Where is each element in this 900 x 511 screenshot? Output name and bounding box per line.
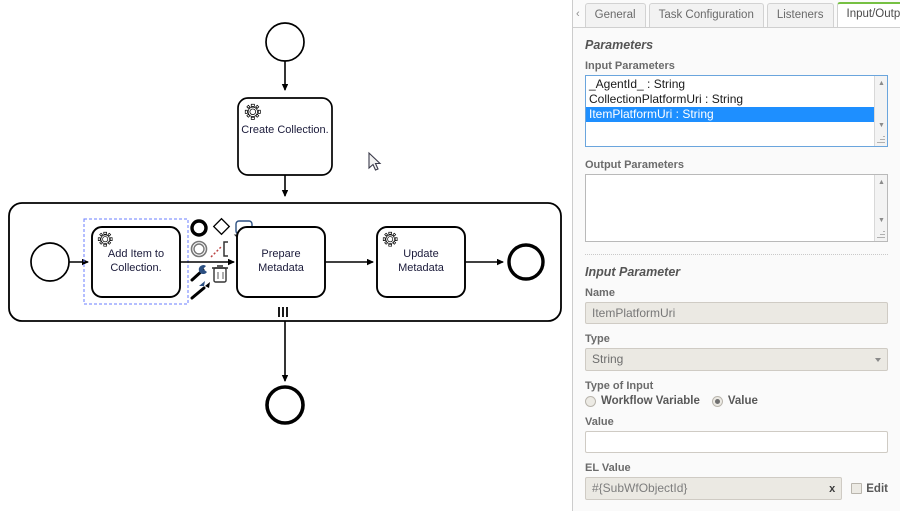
scroll-down-arrow-icon[interactable]: ▼ — [878, 122, 885, 129]
parallel-multi-instance-marker — [278, 307, 288, 317]
radio-label: Workflow Variable — [601, 395, 700, 407]
tab-task-configuration[interactable]: Task Configuration — [648, 3, 764, 27]
input-parameters-label: Input Parameters — [585, 60, 675, 72]
delete-trash-icon[interactable] — [212, 265, 228, 283]
tab-scroll-left-icon[interactable]: ‹ — [576, 8, 580, 20]
scroll-up-arrow-icon[interactable]: ▲ — [878, 80, 885, 87]
list-item[interactable]: _AgentId_ : String — [589, 77, 686, 91]
append-gateway-icon[interactable] — [212, 217, 231, 236]
type-of-input-radio-group: Workflow Variable Value — [585, 395, 888, 407]
start-event[interactable] — [265, 22, 305, 62]
service-task-gear-icon — [244, 103, 261, 120]
name-input[interactable] — [585, 302, 888, 324]
service-task-gear-icon — [382, 231, 398, 247]
el-value-field[interactable]: #{SubWfObjectId} x — [585, 477, 843, 500]
task-label-line1: Update — [403, 248, 438, 260]
input-list-scrollbar[interactable]: ▲ ▼ — [874, 76, 887, 146]
task-label-line2: Metadata — [258, 262, 305, 274]
edit-label: Edit — [866, 482, 888, 495]
tab-label: Task Configuration — [658, 9, 754, 21]
name-label: Name — [585, 287, 615, 299]
value-input[interactable] — [585, 431, 888, 453]
el-value-text: #{SubWfObjectId} — [592, 481, 688, 495]
change-type-wrench-icon[interactable] — [190, 265, 207, 282]
append-intermediate-event-inner-icon — [193, 243, 205, 255]
properties-tab-strip: ‹ General Task Configuration Listeners I… — [573, 0, 900, 28]
task-create-collection[interactable]: Create Collection. — [237, 97, 333, 176]
output-parameters-listbox[interactable]: ▲ ▼ — [585, 174, 888, 242]
parameters-group-title: Parameters — [585, 38, 654, 52]
bpmn-diagram-canvas[interactable]: Create Collection. Add — [0, 0, 572, 511]
value-label: Value — [585, 416, 614, 428]
append-text-annotation-icon[interactable] — [210, 241, 228, 258]
tab-general[interactable]: General — [584, 3, 646, 27]
task-label-line2: Collection. — [110, 262, 161, 274]
type-select[interactable]: String — [585, 348, 888, 371]
checkbox-icon[interactable] — [851, 483, 863, 494]
radio-workflow-variable[interactable]: Workflow Variable — [585, 395, 700, 407]
task-prepare-metadata[interactable]: Prepare Metadata — [236, 226, 326, 298]
el-value-label: EL Value — [585, 462, 631, 474]
clear-icon[interactable]: x — [829, 483, 836, 495]
properties-panel-body: Parameters Input Parameters _AgentId_ : … — [573, 28, 900, 511]
output-list-scrollbar[interactable]: ▲ ▼ — [874, 175, 887, 241]
scroll-down-arrow-icon[interactable]: ▼ — [878, 217, 885, 224]
radio-icon-on[interactable] — [711, 395, 723, 407]
output-parameters-list — [586, 175, 874, 241]
type-of-input-label: Type of Input — [585, 380, 654, 392]
subprocess-end-event[interactable] — [507, 243, 545, 281]
tab-listeners[interactable]: Listeners — [766, 3, 834, 27]
service-task-gear-icon — [97, 231, 113, 247]
tab-label: General — [594, 9, 636, 21]
task-add-item-to-collection[interactable]: Add Item to Collection. — [91, 226, 181, 298]
section-divider — [585, 254, 888, 255]
output-list-resize-grip[interactable] — [875, 229, 886, 240]
scroll-up-arrow-icon[interactable]: ▲ — [878, 179, 885, 186]
task-label-line1: Add Item to — [108, 248, 164, 260]
bpmn-svg: Create Collection. Add — [8, 22, 562, 425]
radio-label: Value — [727, 395, 758, 407]
append-end-event-icon[interactable] — [190, 219, 208, 237]
task-label-line2: Metadata — [398, 262, 445, 274]
task-update-metadata[interactable]: Update Metadata — [376, 226, 466, 298]
chevron-down-icon — [875, 358, 881, 362]
type-select-value: String — [592, 352, 624, 366]
input-parameters-listbox[interactable]: _AgentId_ : String CollectionPlatformUri… — [585, 75, 888, 147]
radio-value[interactable]: Value — [711, 395, 758, 407]
task-label-line1: Prepare — [261, 248, 300, 260]
output-parameters-label: Output Parameters — [585, 159, 685, 171]
input-parameter-group-title: Input Parameter — [585, 265, 681, 279]
input-parameters-list: _AgentId_ : String CollectionPlatformUri… — [586, 76, 874, 146]
type-label: Type — [585, 333, 610, 345]
edit-checkbox-wrapper[interactable]: Edit — [851, 483, 888, 495]
connect-arrow-icon[interactable] — [190, 281, 210, 300]
el-value-row: #{SubWfObjectId} x Edit — [585, 477, 888, 500]
end-event[interactable] — [265, 385, 305, 425]
tab-label: Input/Output — [846, 8, 900, 20]
tab-input-output[interactable]: Input/Output — [836, 2, 900, 27]
radio-icon-off[interactable] — [585, 395, 596, 407]
task-label: Create Collection. — [241, 124, 328, 136]
append-intermediate-event-icon[interactable] — [190, 240, 208, 258]
list-item[interactable]: CollectionPlatformUri : String — [589, 92, 744, 106]
tab-label: Listeners — [776, 9, 824, 21]
subprocess-start-event[interactable] — [30, 242, 70, 282]
properties-panel: ‹ General Task Configuration Listeners I… — [572, 0, 900, 511]
mouse-pointer-icon — [368, 151, 382, 171]
input-list-resize-grip[interactable] — [875, 134, 886, 145]
list-item-selected[interactable]: ItemPlatformUri : String — [586, 107, 874, 122]
